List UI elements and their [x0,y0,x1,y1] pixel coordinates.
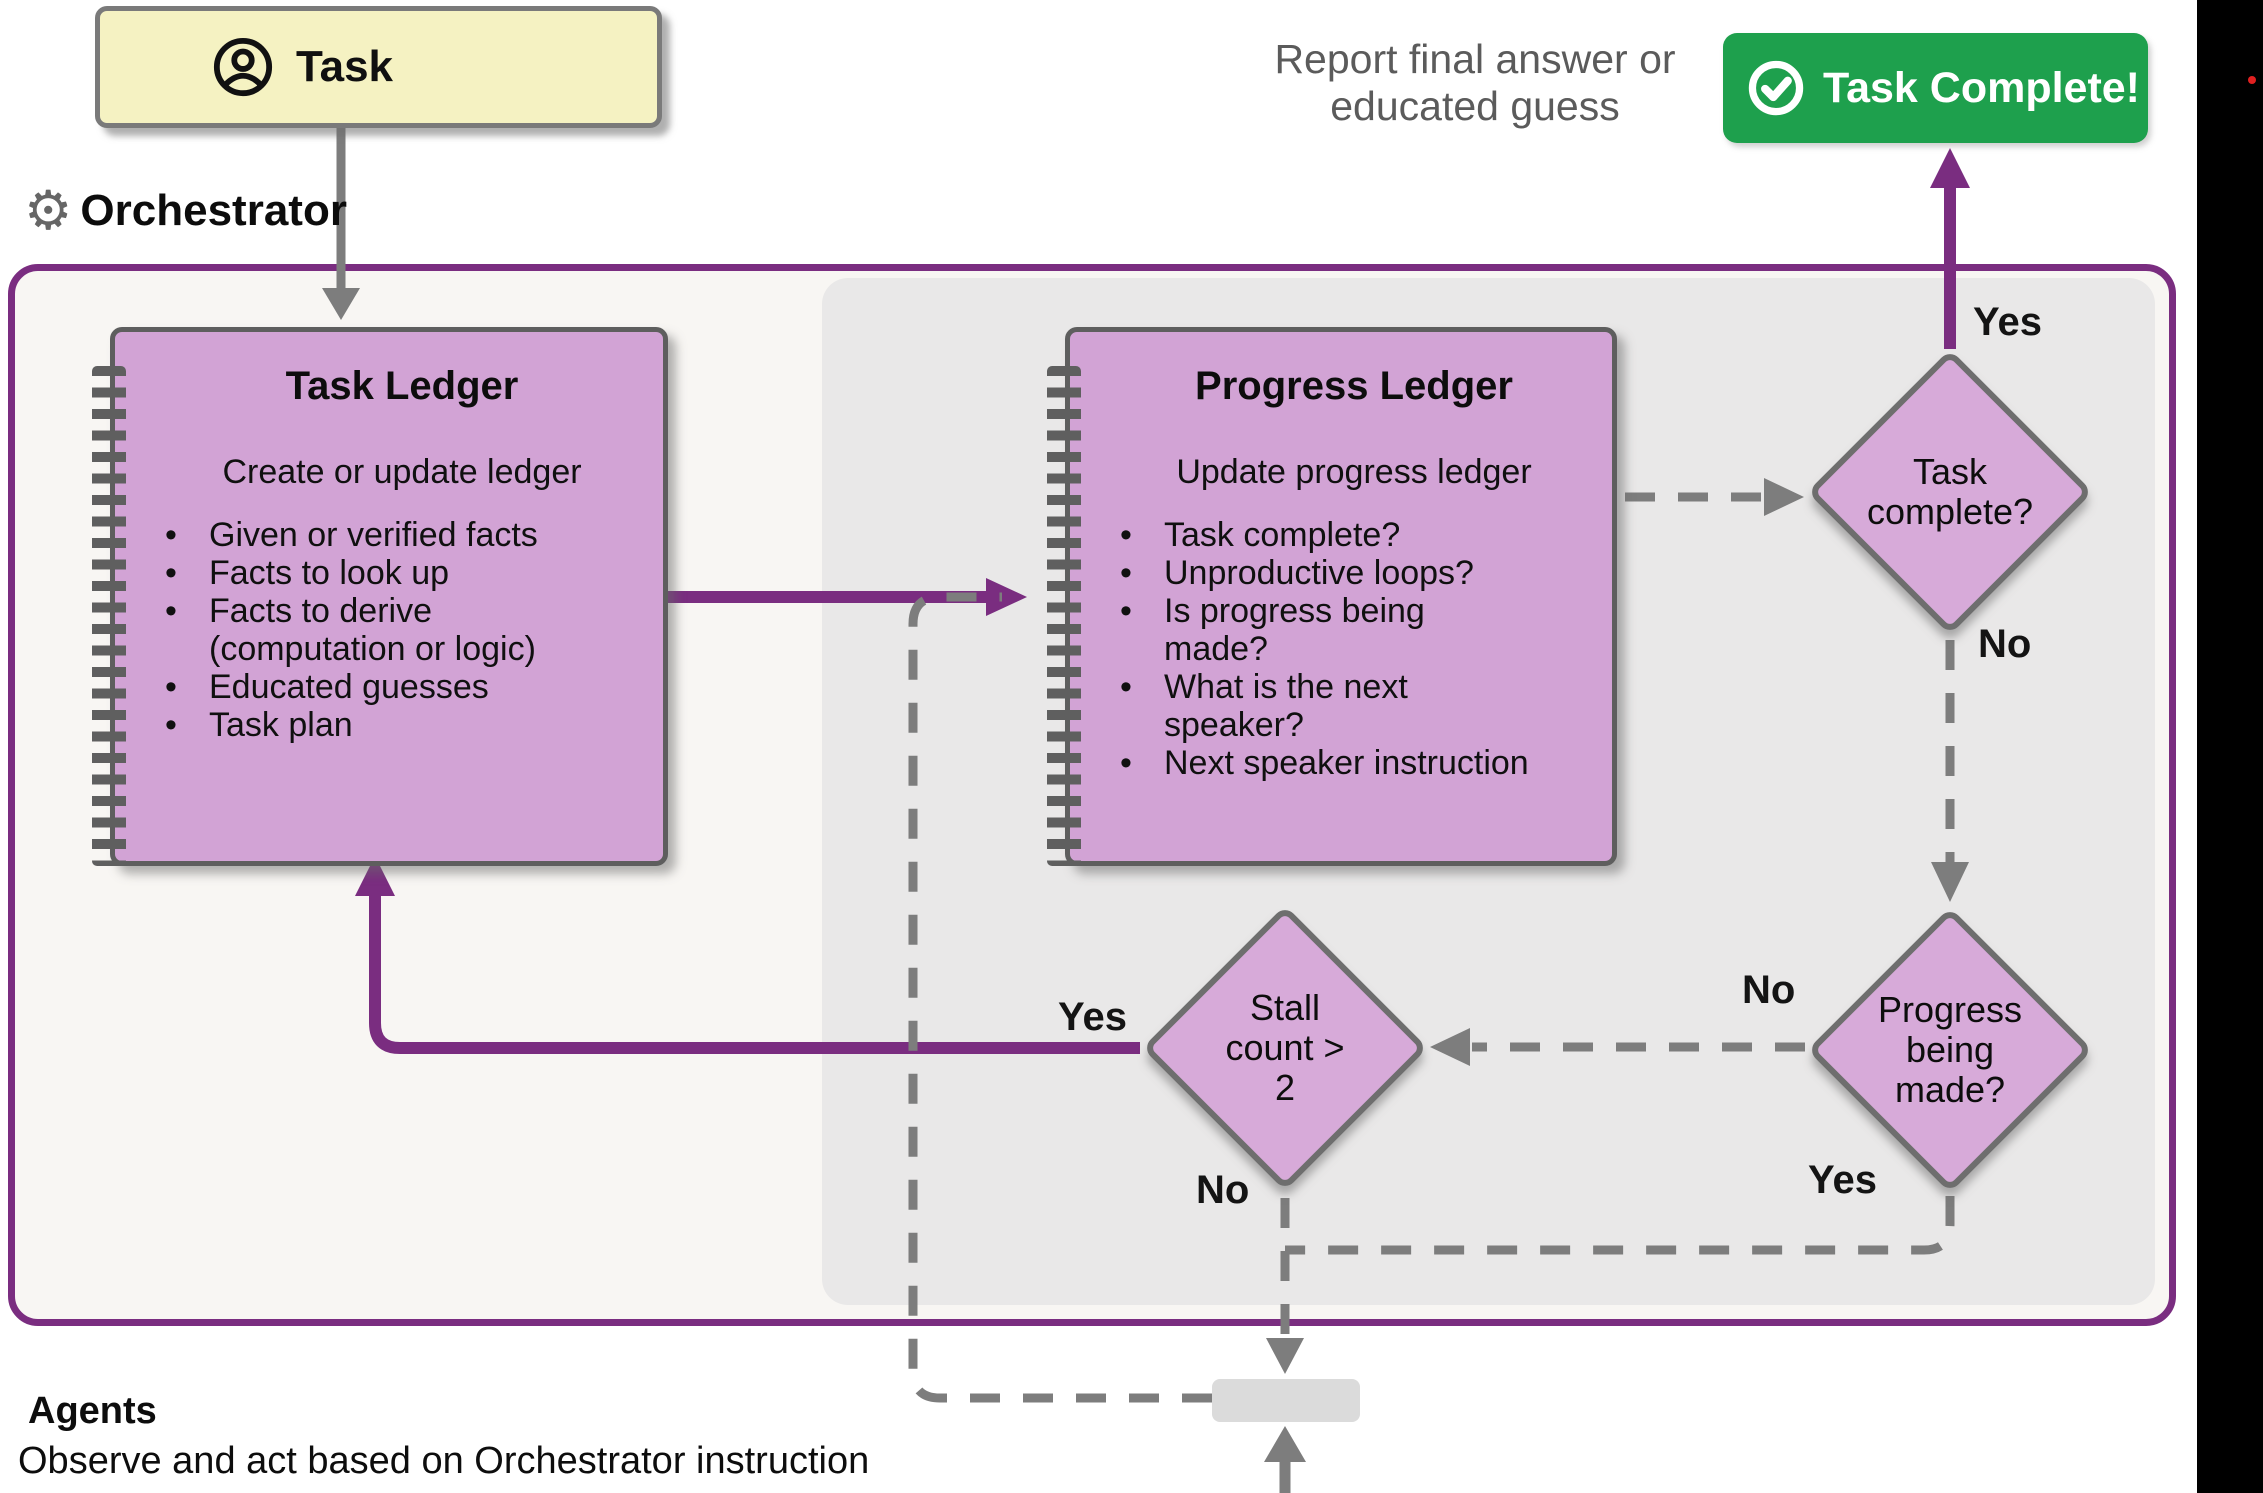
dashed-progress-yes-to-agent [1285,1196,1955,1255]
task-node-label: Task [296,42,394,91]
progress-ledger-title: Progress Ledger [1195,364,1513,408]
task-node: Task [95,6,662,128]
arrow-stall-yes-to-task-ledger [369,892,1140,1054]
right-black-band [2197,0,2263,1493]
edge-label-task-complete-yes: Yes [1973,300,2042,344]
task-complete-button: Task Complete! [1723,33,2148,143]
edge-label-progress-yes: Yes [1808,1158,1877,1202]
arrowhead-to-task-ledger [355,856,395,896]
arrowhead-bottom-to-agent-box [1264,1426,1306,1462]
list-item: •What is the next speaker? [1120,668,1408,744]
list-item: •Facts to derive (computation or logic) [165,592,536,668]
edge-label-progress-no: No [1742,968,1796,1012]
red-dot [2248,76,2256,84]
orchestrator-label: ⚙ Orchestrator [24,184,347,238]
task-ledger-bullets: •Given or verified facts •Facts to look … [159,516,645,744]
arrowhead-to-progress-diamond [1931,862,1969,902]
list-item: •Unproductive loops? [1120,554,1474,592]
agents-title: Agents [28,1390,157,1432]
edge-label-stall-yes: Yes [1058,995,1127,1039]
list-item: •Task plan [165,706,353,744]
arrowhead-to-agent-box [1266,1338,1304,1374]
spiral-binding-icon [92,366,126,866]
decision-progress-label: Progress being made? [1877,989,2023,1110]
list-item: •Given or verified facts [165,516,538,554]
arrowhead-to-task-complete [1930,148,1970,188]
orchestrator-label-text: Orchestrator [80,186,347,235]
progress-ledger-subtitle: Update progress ledger [1176,453,1532,491]
list-item: •Is progress being made? [1120,592,1425,668]
dashed-agent-to-progress-ledger [908,592,1212,1403]
edge-label-stall-no: No [1196,1168,1250,1212]
gear-icon: ⚙ [24,179,73,242]
progress-ledger: Progress Ledger Update progress ledger •… [1047,327,1617,866]
list-item: •Educated guesses [165,668,489,706]
arrowhead-to-task-complete-diamond [1764,478,1804,516]
user-icon [213,37,273,97]
progress-ledger-bullets: •Task complete? •Unproductive loops? •Is… [1114,516,1594,782]
report-note: Report final answer or educated guess [1274,36,1676,129]
task-ledger-title: Task Ledger [285,364,519,408]
list-item: •Next speaker instruction [1120,744,1529,782]
agents-subtitle: Observe and act based on Orchestrator in… [18,1440,870,1482]
task-ledger: Task Ledger Create or update ledger •Giv… [92,327,668,866]
decision-stall-label: Stall count > 2 [1225,987,1345,1108]
decision-task-complete-label: Task complete? [1866,451,2034,532]
check-circle-icon [1748,60,1804,116]
list-item: •Facts to look up [165,554,450,592]
edge-label-task-complete-no: No [1978,622,2032,666]
list-item: •Task complete? [1120,516,1401,554]
arrowhead-task-to-task-ledger [322,288,360,320]
task-complete-button-label: Task Complete! [1823,63,2140,112]
spiral-binding-icon [1047,366,1081,866]
arrowhead-to-stall-diamond [1430,1028,1470,1066]
agent-box [1212,1379,1360,1422]
arrowhead-to-progress-ledger [986,578,1027,616]
task-ledger-subtitle: Create or update ledger [222,453,582,491]
